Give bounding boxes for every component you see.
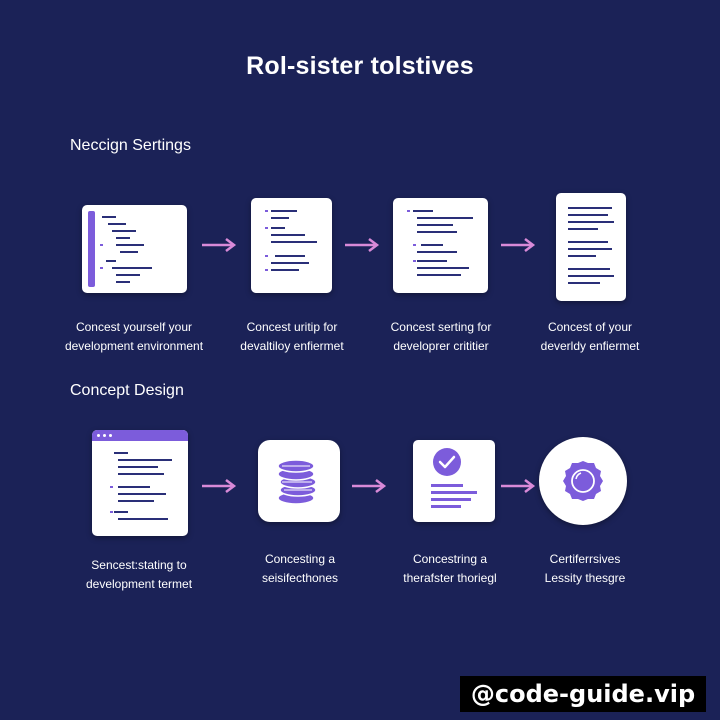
arrow-right-icon [202,479,237,493]
arrow-right-icon [501,238,536,252]
caption-line: Concesting a [264,552,336,566]
step-caption: Concest serting for developrer crititier [356,318,526,356]
caption-line: developrer crititier [393,339,489,353]
caption-line: seisifecthones [261,571,339,585]
caption-line: therafster thoriegl [403,571,497,585]
badge-card [539,437,627,525]
step-caption: Concest uritip for devaltiloy enfiermet [207,318,377,356]
checklist-card [413,440,495,522]
text-document-card [556,193,626,301]
watermark: @code-guide.vip [460,676,706,712]
caption-line: development environment [64,339,204,353]
arrow-right-icon [501,479,536,493]
section-title-concept-design: Concept Design [70,382,184,399]
step-caption: Certiferrsives Lessity thesgre [500,550,670,588]
section-title-settings: Neccign Sertings [70,137,191,154]
step-caption: Concest yourself your development enviro… [49,318,219,356]
editor-sidebar-bar [88,211,95,287]
step-caption: Sencest:stating to development termet [54,556,224,594]
browser-window-icon [110,452,172,520]
code-document-icon [265,210,317,271]
arrow-right-icon [202,238,237,252]
code-document-card [251,198,332,293]
browser-title-bar [92,430,188,441]
arrow-right-icon [345,238,380,252]
caption-line: Concest yourself your [75,320,193,334]
diagram-title: Rol-sister tolstives [246,52,474,80]
step-caption: Concest of your deverldy enfiermet [505,318,675,356]
code-editor-icon [100,216,152,283]
database-icon [277,459,317,505]
caption-line: Concest uritip for [246,320,338,334]
caption-line: Sencest:stating to [91,558,187,572]
database-card [258,440,340,522]
caption-line: Lessity thesgre [544,571,626,585]
caption-line: development termet [85,577,193,591]
code-editor-card [82,205,187,293]
code-document-icon [407,210,473,276]
caption-line: Concest of your [547,320,633,334]
caption-line: deverldy enfiermet [540,339,640,353]
arrow-right-icon [352,479,387,493]
caption-line: Concestring a [412,552,488,566]
checklist-icon [431,448,477,508]
step-caption: Concestring a therafster thoriegl [365,550,535,588]
caption-line: Concest serting for [390,320,492,334]
step-caption: Concesting a seisifecthones [215,550,385,588]
badge-icon [563,461,603,501]
code-document-card [393,198,488,293]
caption-line: Certiferrsives [549,552,621,566]
browser-window-card [92,430,188,536]
text-document-icon [568,207,614,284]
caption-line: devaltiloy enfiermet [240,339,344,353]
